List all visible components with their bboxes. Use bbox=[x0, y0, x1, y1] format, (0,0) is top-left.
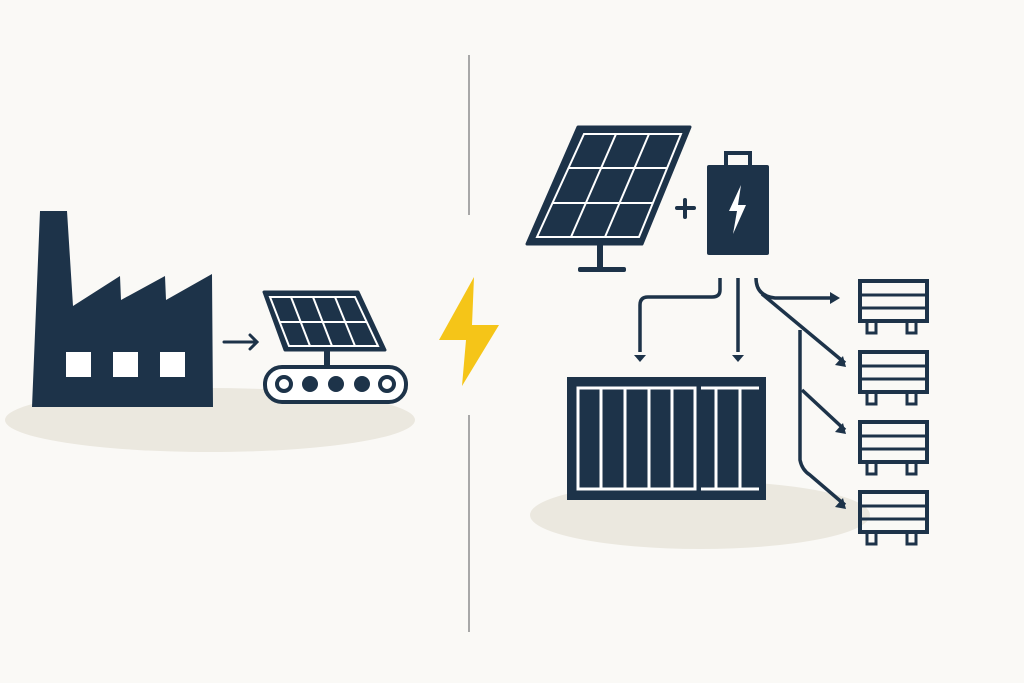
pallet-icon bbox=[858, 420, 929, 476]
solar-panel-icon bbox=[525, 125, 692, 272]
pallet-icon bbox=[858, 350, 929, 406]
pallet-icon bbox=[858, 490, 929, 546]
battery-icon bbox=[707, 151, 769, 255]
arrow-right-icon bbox=[222, 333, 260, 351]
plus-icon bbox=[675, 198, 696, 219]
solar-panel-conveyor-icon bbox=[262, 290, 408, 404]
pallet-stack bbox=[858, 279, 929, 546]
factory-icon bbox=[32, 211, 213, 407]
arrowheads bbox=[634, 292, 846, 509]
flow-arrows-icon bbox=[638, 277, 847, 507]
lightning-bolt-icon bbox=[439, 277, 499, 386]
pallet-icon bbox=[858, 279, 929, 335]
shipping-container-icon bbox=[567, 377, 766, 500]
